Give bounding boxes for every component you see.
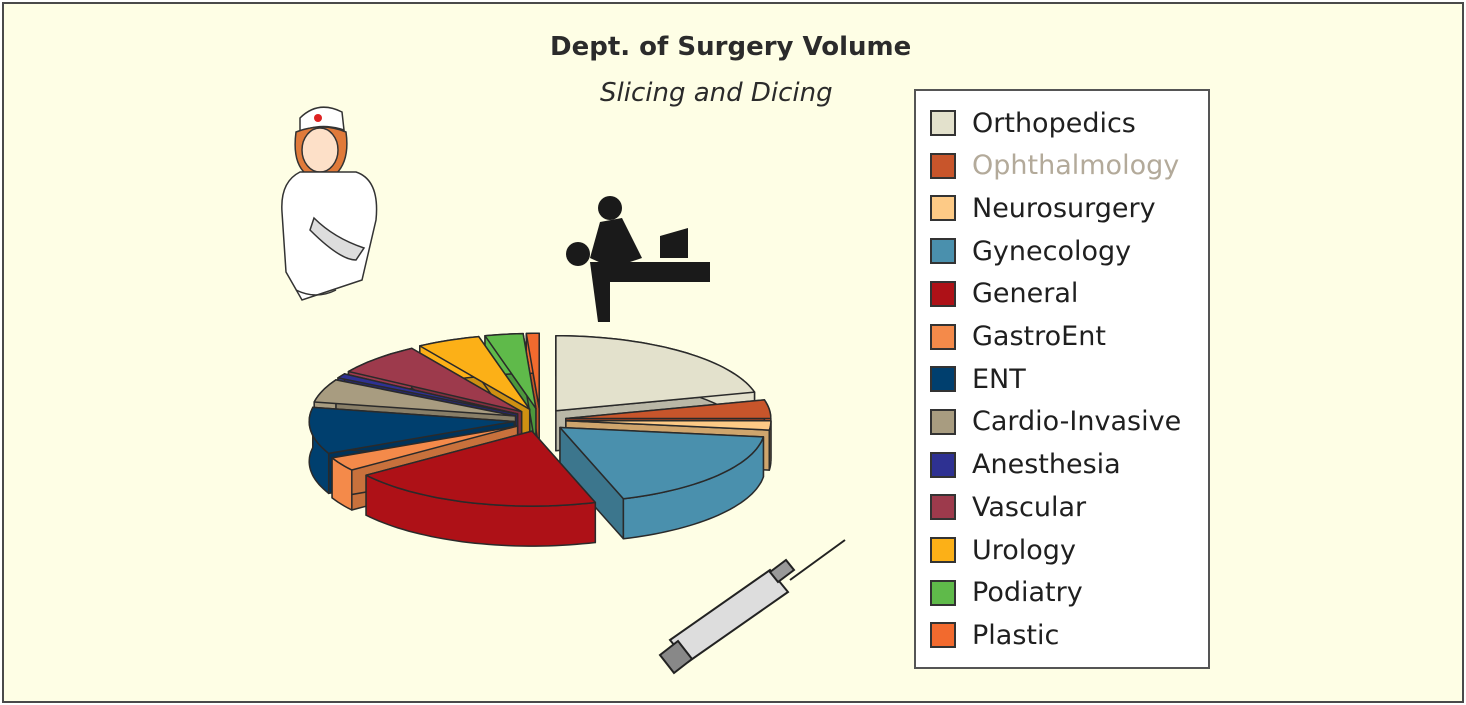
pie-slice-top: [308, 406, 515, 455]
pie-slice-top: [555, 335, 756, 412]
legend-swatch: [930, 408, 956, 435]
pie-slice-top: [565, 419, 772, 431]
legend-label: Cardio-Invasive: [972, 406, 1182, 438]
legend-item: GastroEnt: [930, 317, 1106, 357]
legend-item: Orthopedics: [930, 103, 1136, 143]
legend-item: Neurosurgery: [930, 188, 1156, 228]
legend-item: Cardio-Invasive: [930, 402, 1181, 442]
pie-slice-top: [337, 373, 519, 415]
legend-label: Urology: [972, 534, 1076, 566]
legend-swatch: [930, 238, 956, 265]
pie-slice-gynecology: [559, 426, 765, 540]
legend-swatch: [930, 579, 956, 606]
nurse-illustration: [281, 106, 378, 301]
legend-swatch: [930, 494, 956, 521]
legend-swatch: [930, 195, 956, 222]
chart-title: Dept. of Surgery Volume: [550, 32, 912, 62]
legend-label: Gynecology: [972, 235, 1132, 267]
legend-label: GastroEnt: [972, 321, 1106, 352]
pie-slice-general: [365, 430, 597, 547]
legend-item: Urology: [930, 530, 1076, 570]
legend-label: Orthopedics: [972, 107, 1136, 139]
chart-subtitle: Slicing and Dicing: [600, 78, 833, 108]
syringe-illustration: [658, 539, 846, 675]
legend-item: Plastic: [930, 615, 1059, 655]
legend-item: Podiatry: [930, 573, 1083, 613]
legend-label: ENT: [972, 363, 1026, 395]
legend-item: General: [930, 274, 1078, 314]
pie-slice-top: [565, 399, 772, 420]
pie-slice-top: [331, 425, 519, 471]
legend-swatch: [930, 622, 956, 649]
pie-slice-top: [313, 379, 517, 417]
pie-slice-top: [525, 332, 540, 410]
legend-swatch: [930, 366, 956, 393]
legend-label: General: [972, 278, 1079, 310]
legend-item: Ophthalmology: [930, 146, 1179, 186]
legend-label: Podiatry: [972, 577, 1083, 609]
legend-label: Ophthalmology: [972, 150, 1180, 182]
legend-label: Plastic: [972, 619, 1060, 651]
pie-slice-top: [559, 426, 765, 500]
pie-slice-top: [365, 430, 597, 507]
legend-swatch: [930, 323, 956, 350]
legend-swatch: [930, 451, 956, 478]
legend-label: Neurosurgery: [972, 192, 1156, 224]
legend-swatch: [930, 537, 956, 563]
pie-slice-top: [347, 347, 523, 413]
pie-slice-top: [419, 335, 531, 411]
legend-label: Vascular: [972, 491, 1087, 523]
legend-swatch: [930, 110, 956, 136]
legend-item: ENT: [930, 359, 1026, 399]
legend-item: Anesthesia: [930, 445, 1121, 485]
legend-swatch: [930, 152, 956, 179]
legend-item: Gynecology: [930, 231, 1131, 271]
legend-item: Vascular: [930, 487, 1086, 527]
legend-swatch: [930, 280, 956, 307]
surgeon-illustration: [566, 196, 710, 322]
pie-slice-top: [484, 332, 537, 410]
legend-label: Anesthesia: [972, 449, 1121, 481]
